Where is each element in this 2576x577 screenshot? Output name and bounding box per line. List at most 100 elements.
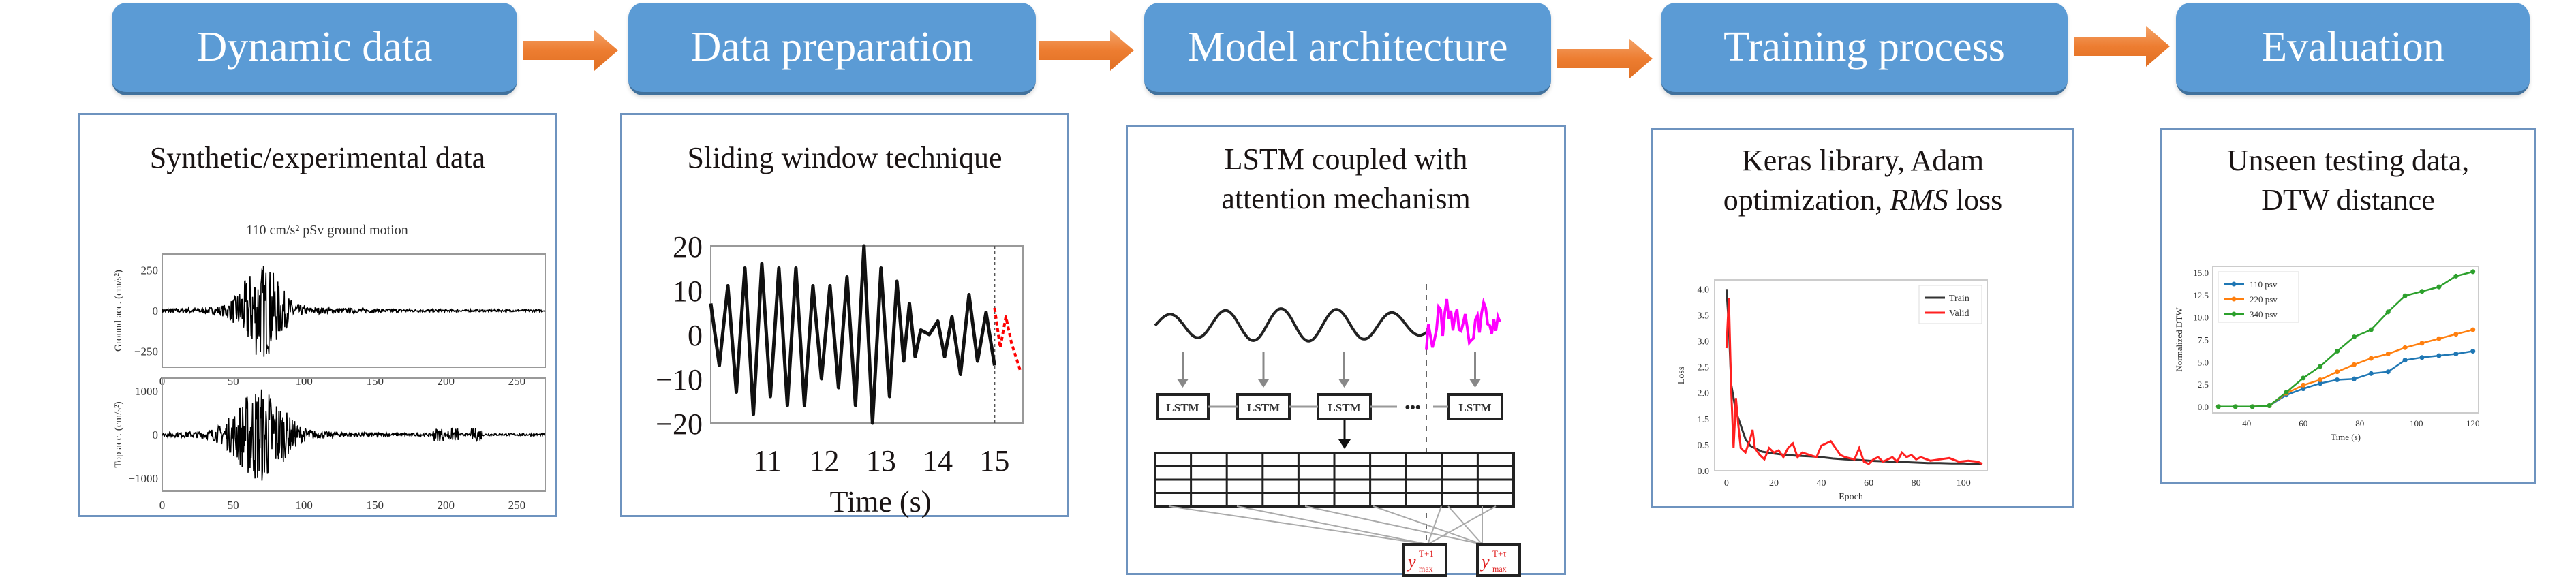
data-point-340-psv (2470, 269, 2476, 275)
data-point-110-psv (2335, 377, 2340, 382)
legend-frame (1918, 285, 1982, 324)
data-point-220-psv (2318, 377, 2323, 382)
data-point-340-psv (2233, 404, 2238, 409)
data-point-220-psv (2385, 351, 2391, 356)
data-point-340-psv (2436, 284, 2442, 290)
data-point-340-psv (2385, 309, 2391, 315)
y-tick-label: 0.0 (1698, 467, 1710, 477)
data-point-220-psv (2301, 382, 2306, 388)
x-tick-label: 200 (438, 499, 455, 512)
data-point-340-psv (2301, 375, 2306, 381)
step-label: Data preparation (690, 24, 974, 70)
y-axis-label: Normalized DTW (2174, 307, 2184, 372)
data-point-220-psv (2335, 369, 2340, 375)
series-line-prediction (993, 307, 1022, 371)
data-point-340-psv (2368, 327, 2374, 332)
y-tick-label: 4.0 (1698, 285, 1710, 295)
output-symbol: y (1479, 552, 1490, 572)
y-axis-label: Top acc. (cm/s²) (113, 401, 124, 467)
step-label: Model architecture (1187, 24, 1508, 70)
x-tick-label: 11 (753, 444, 782, 478)
data-point-220-psv (2453, 332, 2459, 337)
y-tick-label: 5.0 (2198, 357, 2209, 367)
step-data-preparation: Data preparation (628, 3, 1036, 95)
x-tick-label: 0 (1724, 478, 1729, 488)
arrow-head-icon (1177, 379, 1189, 388)
y-tick-label: 2.5 (2198, 379, 2209, 390)
y-tick-label: 2.5 (1698, 363, 1710, 373)
attention-weight-line (1373, 505, 1483, 545)
ground-motion-chart: 110 cm/s² pSv ground motion2500−250Groun… (113, 223, 546, 512)
data-point-340-psv (2215, 404, 2221, 409)
panel-title-line2: DTW distance (2261, 183, 2435, 217)
y-tick-label: 1000 (135, 385, 158, 398)
y-tick-label: 12.5 (2193, 290, 2209, 300)
output-superscript: T+τ (1492, 548, 1507, 559)
lstm-cell (1236, 393, 1291, 420)
data-point-110-psv (2453, 351, 2459, 356)
y-axis-label: Loss (1676, 367, 1687, 384)
data-point-220-psv (2351, 362, 2357, 367)
legend-label: Valid (1949, 309, 1969, 319)
y-tick-label: 15.0 (2193, 268, 2209, 278)
data-point-110-psv (2470, 349, 2476, 354)
data-point-340-psv (2419, 289, 2425, 294)
y-tick-label: −250 (134, 345, 158, 358)
x-tick-label: 250 (508, 375, 526, 388)
plot-frame (710, 245, 1024, 424)
data-point-110-psv (2368, 371, 2374, 376)
acceleration-trace (162, 389, 545, 481)
panel-title-line2: optimization, RMS loss (1653, 181, 2072, 220)
panel-dynamic-data: Synthetic/experimental data 110 cm/s² pS… (78, 113, 557, 517)
x-tick-label: 50 (228, 375, 239, 388)
arrow-right-icon (1557, 38, 1653, 79)
arrow-head-icon (1469, 379, 1481, 388)
panel-model-architecture: LSTM coupled with attention mechanism LS… (1126, 125, 1566, 577)
output-symbol: y (1406, 552, 1416, 572)
y-tick-label: 3.0 (1698, 337, 1710, 347)
attention-weight-line (1447, 505, 1483, 545)
step-training-process: Training process (1661, 3, 2068, 95)
plot-title: 110 cm/s² pSv ground motion (246, 223, 408, 238)
data-point-220-psv (2419, 341, 2425, 346)
y-tick-label: 7.5 (2198, 335, 2209, 345)
x-tick-label: 0 (159, 499, 166, 512)
step-evaluation: Evaluation (2176, 3, 2530, 95)
arrow-right-icon (523, 30, 618, 71)
y-tick-label: 1.5 (1698, 415, 1710, 425)
x-tick-label: 100 (295, 375, 313, 388)
x-tick-label: 80 (2355, 418, 2364, 428)
y-tick-label: 10.0 (2193, 313, 2209, 323)
legend-label: 110 psv (2250, 279, 2278, 290)
y-tick-label: 0 (153, 428, 159, 441)
title-text: optimization, (1723, 183, 1890, 217)
data-point-340-psv (2250, 404, 2255, 409)
data-point-220-psv (2368, 356, 2374, 361)
lstm-cell-label: LSTM (1328, 401, 1360, 414)
panel-title-line1: Keras library, Adam (1741, 144, 1984, 177)
lstm-cell (1317, 393, 1372, 420)
x-tick-label: 120 (2466, 418, 2480, 428)
title-text: loss (1948, 183, 2003, 217)
series-line-220-psv (2218, 328, 2474, 408)
y-tick-label: −1000 (128, 472, 158, 485)
step-dynamic-data: Dynamic data (112, 3, 517, 95)
attention-weight-line (1427, 505, 1497, 545)
data-point-220-psv (2402, 345, 2408, 350)
series-line-340-psv (2218, 270, 2474, 408)
y-tick-label: 3.5 (1698, 311, 1710, 321)
y-tick-label: 0 (153, 305, 159, 317)
series-line-input-window (709, 244, 996, 425)
lstm-cell (1156, 393, 1210, 420)
panel-training-process: Keras library, Adam optimization, RMS lo… (1651, 128, 2074, 508)
data-point-340-psv (2402, 293, 2408, 298)
